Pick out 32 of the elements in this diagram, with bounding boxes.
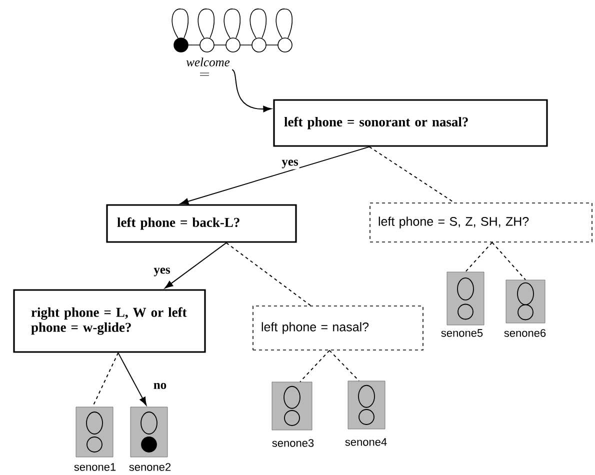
senone-label: senone4: [345, 438, 387, 446]
edge-label: yes: [152, 266, 172, 278]
decision-box: right phone = L, W or left phone = w-glide?: [13, 289, 206, 353]
connector-line: [300, 350, 330, 382]
senone-label: senone3: [272, 439, 314, 447]
arrow: [164, 242, 227, 288]
connector-line: [92, 352, 119, 408]
decision-box: left phone = back-L?: [106, 204, 297, 243]
edge-label: no: [152, 382, 168, 390]
connector-line: [368, 146, 455, 204]
senone-drawing: [76, 406, 114, 458]
edge-label: yes: [280, 158, 300, 170]
connector-line: [328, 350, 360, 382]
senone-drawing: [130, 406, 168, 458]
connector-line: [465, 242, 493, 272]
senone-label: senone5: [441, 329, 483, 337]
decision-box: left phone = nasal?: [252, 306, 424, 350]
senone-drawing: [446, 272, 484, 326]
senone-drawing: [348, 380, 386, 430]
connector-line: [226, 242, 312, 306]
arrow: [232, 69, 272, 112]
decision-box: left phone = sonorant or nasal?: [273, 99, 548, 147]
connector-line: [492, 242, 526, 280]
senone-label: senone1: [74, 463, 116, 471]
senone-drawing: [272, 382, 312, 430]
word-label: welcome: [186, 58, 230, 66]
senone-label: senone6: [504, 329, 546, 337]
arrow: [180, 146, 370, 205]
decision-box: left phone = S, Z, SH, ZH?: [370, 202, 592, 242]
senone-label: senone2: [129, 463, 171, 471]
arrow: [118, 352, 147, 406]
senone-drawing: [506, 280, 546, 324]
